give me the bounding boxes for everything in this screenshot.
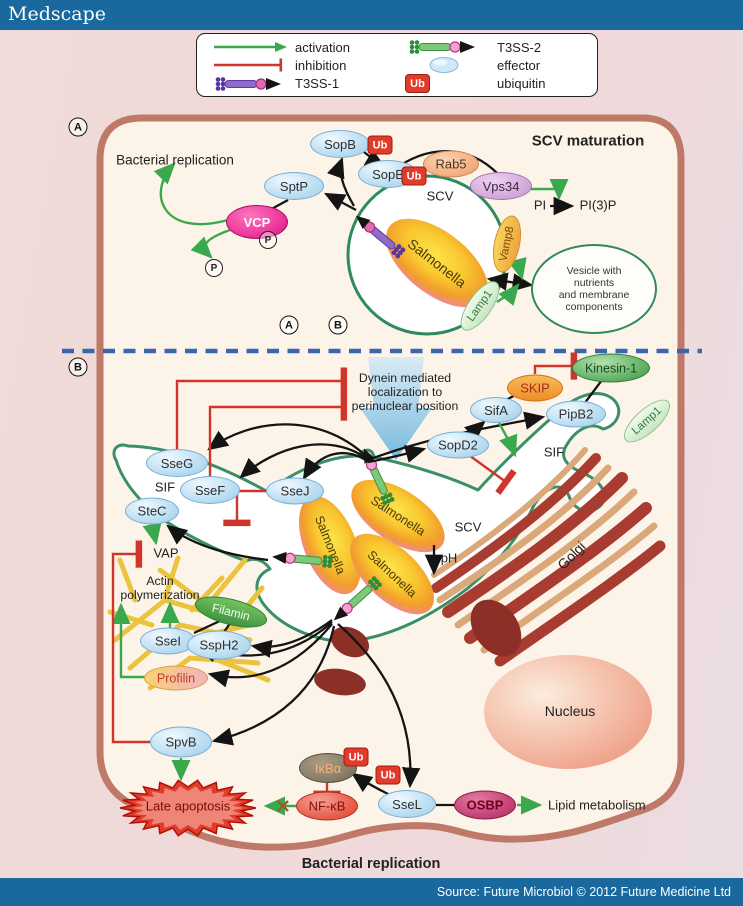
source-credit: Source: Future Microbiol © 2012 Future M… — [436, 885, 731, 899]
vap-label: VAP — [153, 545, 179, 561]
legend: activation T3SS-2 inhibition effector — [196, 33, 598, 97]
dynein-note-line3: perinuclear position — [351, 399, 459, 414]
node-sptp: SptP — [264, 172, 324, 200]
t3ss2-icon — [397, 38, 497, 56]
golgi — [314, 447, 666, 696]
blue-arrow — [360, 357, 432, 460]
node-stec: SteC — [125, 497, 179, 525]
inhibition-bar-icon — [203, 56, 295, 74]
node-sseg: SseG — [146, 449, 208, 477]
late-apoptosis-label: Late apoptosis — [145, 798, 231, 814]
node-skip: SKIP — [507, 374, 563, 402]
node-sifa: SifA — [470, 397, 522, 423]
nucleus-label: Nucleus — [544, 703, 596, 720]
legend-effector-label: effector — [497, 57, 541, 73]
node-profilin: Profilin — [144, 665, 208, 691]
legend-activation-label: activation — [295, 39, 350, 55]
node-nfkb: NF-κB — [296, 791, 358, 821]
pi3p-label: PI(3)P — [579, 197, 617, 213]
bacterial-replication-b-label: Bacterial replication — [301, 855, 441, 872]
scv-b-label: SCV — [454, 519, 482, 535]
header-bar: Medscape — [0, 0, 743, 30]
node-sopb-top: SopB — [310, 130, 370, 158]
node-sopd2: SopD2 — [427, 431, 489, 459]
node-rab5: Rab5 — [423, 150, 479, 178]
panel-b-marker-inner: B — [328, 315, 348, 335]
actin-label-line1: Actin — [146, 574, 174, 589]
node-ssph2: SspH2 — [187, 630, 251, 660]
legend-t3ss1-label: T3SS-1 — [295, 76, 340, 91]
ubiquitin-badge: Ub — [401, 166, 427, 186]
panel-a-marker-inner: A — [279, 315, 299, 335]
actin-label-line2: polymerization — [120, 588, 200, 603]
medscape-logo: Medscape — [8, 3, 106, 25]
legend-inhibition-label: inhibition — [295, 57, 347, 73]
footer-bar: Source: Future Microbiol © 2012 Future M… — [0, 878, 743, 906]
effector-icon — [397, 56, 497, 74]
phosphate-badge: P — [205, 259, 223, 277]
panel-b-marker: B — [68, 357, 88, 377]
bacterial-replication-a-label: Bacterial replication — [116, 152, 234, 168]
dynein-note-line1: Dynein mediated — [358, 371, 452, 386]
node-pipb2: PipB2 — [546, 400, 606, 428]
sif-left-label: SIF — [154, 479, 176, 495]
ph-label: pH — [440, 550, 458, 566]
phosphate-badge: P — [259, 231, 277, 249]
ubiquitin-badge: Ub — [367, 135, 393, 155]
vesicle-note: Vesicle with nutrients and membrane comp… — [531, 244, 657, 334]
node-ssef: SseF — [180, 476, 240, 504]
late-apoptosis-burst — [119, 779, 257, 837]
node-ssel: SseL — [378, 790, 436, 818]
dynein-note-line2: localization to — [367, 385, 443, 400]
bacteria: Salmonella Salmonella Salmonella Salmone… — [299, 218, 488, 615]
t3ss1-icon — [203, 75, 295, 93]
scv-maturation-title: SCV maturation — [531, 132, 645, 150]
inhibition-lines — [111, 352, 578, 798]
blocked-x-mark — [277, 800, 289, 812]
pi-label: PI — [533, 197, 547, 213]
nucleus-shape — [484, 655, 652, 769]
ubiquitin-icon: Ub — [397, 74, 497, 93]
lipid-metabolism-label: Lipid metabolism — [548, 797, 646, 813]
node-spvb: SpvB — [150, 726, 212, 758]
legend-t3ss2-label: T3SS-2 — [497, 39, 542, 55]
panel-a-marker: A — [68, 117, 88, 137]
node-kinesin1: Kinesin-1 — [572, 353, 650, 383]
scv-a-label: SCV — [426, 188, 454, 204]
node-vps34: Vps34 — [470, 172, 532, 200]
node-vcp: VCP — [226, 205, 288, 239]
node-ssej: SseJ — [266, 477, 324, 505]
legend-ubiquitin-label: ubiquitin — [497, 76, 546, 91]
ubiquitin-badge: Ub — [343, 747, 369, 767]
node-osbp: OSBP — [454, 790, 516, 820]
sif-right-label: SIF — [543, 444, 565, 460]
ubiquitin-badge: Ub — [375, 765, 401, 785]
activation-arrow-icon — [203, 38, 295, 56]
